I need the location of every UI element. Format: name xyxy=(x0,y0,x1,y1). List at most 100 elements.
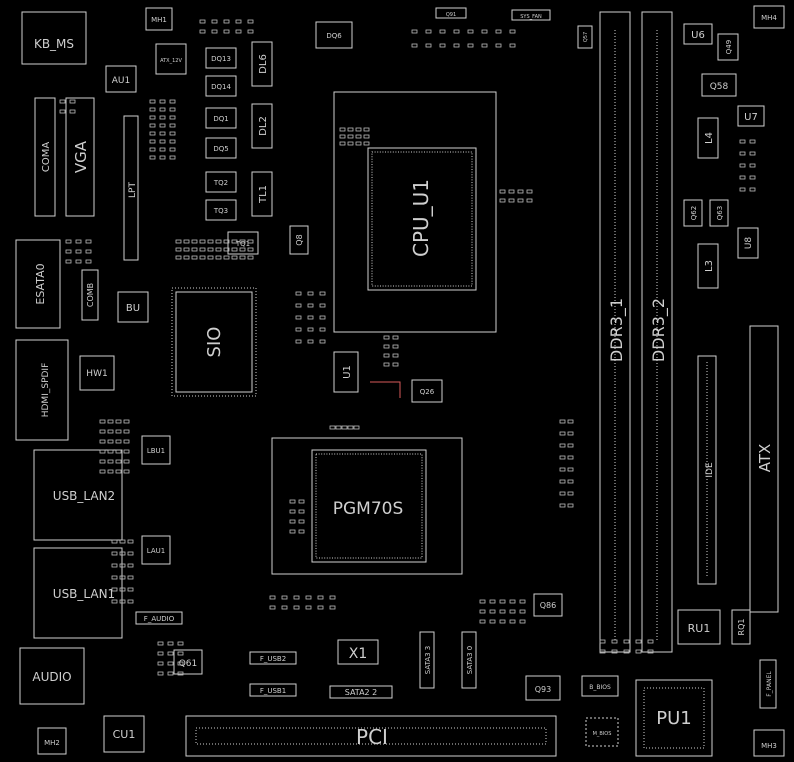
f-usb2-header: F_USB2 xyxy=(249,651,297,665)
smd-pad xyxy=(207,239,214,244)
smd-pad xyxy=(123,419,130,424)
smd-pad xyxy=(739,187,746,192)
smd-pad xyxy=(499,599,506,604)
smd-pad xyxy=(75,239,82,244)
super-io-chip: SIO xyxy=(171,287,257,397)
smd-pad xyxy=(127,539,134,544)
mosfet-dq1: DQ1 xyxy=(205,107,237,129)
mosfet-q61: Q61 xyxy=(173,649,203,675)
smd-pad xyxy=(499,609,506,614)
smd-pad xyxy=(123,449,130,454)
vga-label: VGA xyxy=(72,140,90,173)
smd-pad xyxy=(499,189,506,194)
smd-pad xyxy=(339,134,346,139)
smd-pad xyxy=(175,255,182,260)
smd-pad xyxy=(635,649,642,654)
crystal-x1: X1 xyxy=(337,639,379,665)
smd-pad xyxy=(59,99,66,104)
q58-label: Q58 xyxy=(710,82,729,92)
smd-pad xyxy=(341,425,348,430)
smd-pad xyxy=(115,459,122,464)
kb-ms-label: KB_MS xyxy=(34,37,74,51)
usb-lan1-label: USB_LAN1 xyxy=(53,587,115,601)
smd-pad xyxy=(467,29,474,34)
usb-lan2-label: USB_LAN2 xyxy=(53,489,115,503)
smd-pad xyxy=(335,425,342,430)
smd-pad xyxy=(199,19,206,24)
sata1-connector: SATA3 0 xyxy=(461,631,477,689)
smd-pad xyxy=(85,249,92,254)
rq1-label: RQ1 xyxy=(737,619,746,636)
smd-pad xyxy=(107,469,114,474)
au1-label: AU1 xyxy=(112,76,130,86)
smd-pad xyxy=(647,639,654,644)
smd-pad xyxy=(392,362,399,367)
dq14-label: DQ14 xyxy=(211,83,231,91)
smd-pad xyxy=(149,131,156,136)
smd-pad xyxy=(647,649,654,654)
pci-label: PCI xyxy=(356,725,388,749)
smd-pad xyxy=(739,151,746,156)
chip-hw1: HW1 xyxy=(79,355,115,391)
ru1-label: RU1 xyxy=(688,622,711,635)
smd-pad xyxy=(347,425,354,430)
smd-pad xyxy=(119,587,126,592)
ddr3-slot-1: DDR3_1 xyxy=(599,11,631,653)
smd-pad xyxy=(479,619,486,624)
smd-pad xyxy=(247,29,254,34)
mounting-hole-mh1: MH1 xyxy=(145,7,173,31)
smd-pad xyxy=(111,551,118,556)
ddr3-2-label: DDR3_2 xyxy=(649,298,669,362)
smd-pad xyxy=(65,249,72,254)
ide-connector: IDE xyxy=(697,355,717,585)
smd-pad xyxy=(123,439,130,444)
m-bios-chip: M_BIOS xyxy=(585,717,619,747)
smd-pad xyxy=(509,619,516,624)
inductor-l3: L3 xyxy=(697,243,719,289)
smd-pad xyxy=(107,429,114,434)
chip-u7: U7 xyxy=(737,105,765,127)
fan-header-label: Q91 xyxy=(446,12,456,18)
chip-lau1: LAU1 xyxy=(141,535,171,565)
smd-pad xyxy=(115,419,122,424)
smd-pad xyxy=(319,303,326,308)
smd-pad xyxy=(295,339,302,344)
mounting-hole-mh3: MH3 xyxy=(753,729,785,757)
pu1-label: PU1 xyxy=(656,708,691,729)
smd-pad xyxy=(623,649,630,654)
smd-pad xyxy=(425,43,432,48)
mh2-label: MH2 xyxy=(44,739,60,747)
smd-pad xyxy=(123,459,130,464)
coma-label: COMA xyxy=(41,142,52,172)
smd-pad xyxy=(211,29,218,34)
cu1-label: CU1 xyxy=(113,728,136,741)
chip-ru1: RU1 xyxy=(677,609,721,645)
smd-pad xyxy=(599,639,606,644)
smd-pad xyxy=(526,198,533,203)
smd-pad xyxy=(509,43,516,48)
smd-pad xyxy=(383,353,390,358)
mosfet-tq2: TQ2 xyxy=(205,171,237,193)
smd-pad xyxy=(149,99,156,104)
atx-12v-connector: ATX_12V xyxy=(155,43,187,75)
smd-pad xyxy=(293,595,300,600)
chip-pu1: PU1 xyxy=(635,679,713,757)
smd-pad xyxy=(567,503,574,508)
smd-pad xyxy=(157,671,164,676)
mosfet-q86: Q86 xyxy=(533,593,563,617)
smd-pad xyxy=(119,599,126,604)
f-audio-header: F_AUDIO xyxy=(135,611,183,625)
smd-pad xyxy=(223,29,230,34)
atx-label: ATX xyxy=(756,444,774,473)
atx-connector: ATX xyxy=(749,325,779,613)
smd-pad xyxy=(439,29,446,34)
smd-pad xyxy=(319,291,326,296)
esata0-connector: ESATA0 xyxy=(15,239,61,329)
smd-pad xyxy=(99,419,106,424)
hdmi-spdif-label: HDMI_SPDIF xyxy=(41,363,51,418)
f-panel-header: F_PANEL xyxy=(759,659,777,709)
smd-pad xyxy=(207,247,214,252)
smd-pad xyxy=(159,147,166,152)
comb-connector: COMB xyxy=(81,269,99,321)
